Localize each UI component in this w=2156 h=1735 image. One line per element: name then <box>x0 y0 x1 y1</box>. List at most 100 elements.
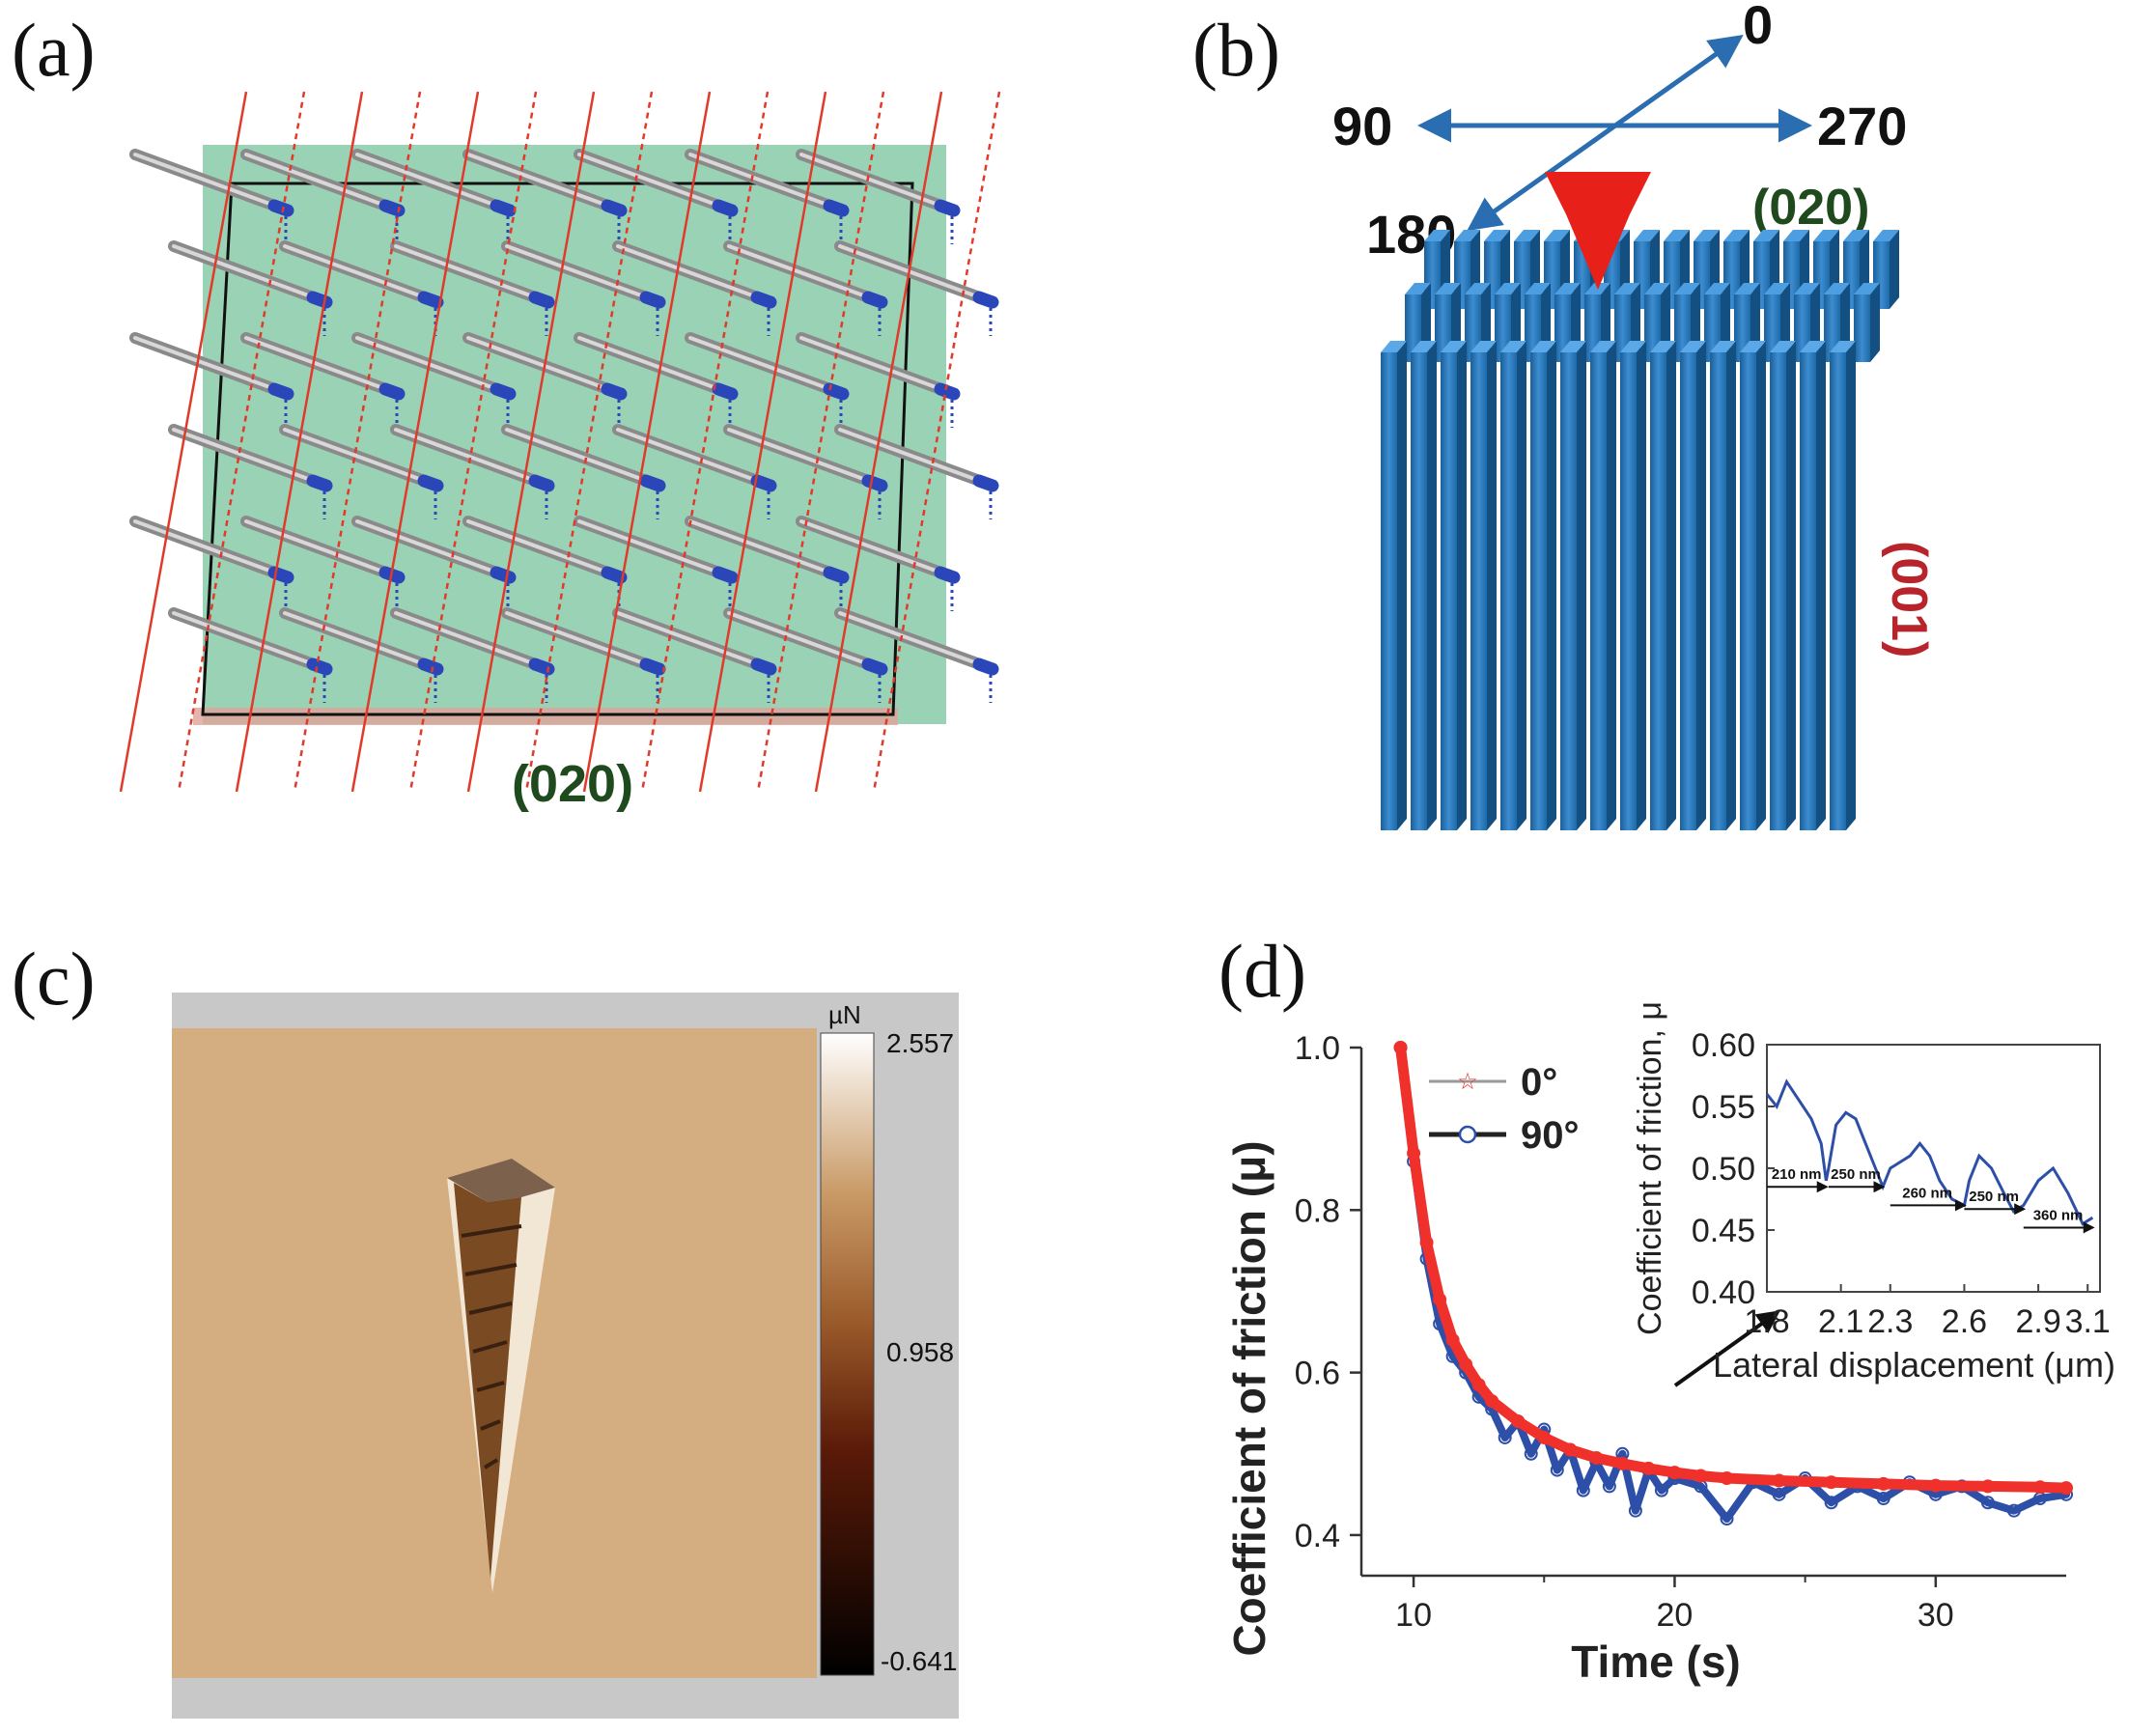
panel-b-label: (b) <box>1192 8 1280 92</box>
fin-top <box>1800 341 1826 352</box>
fin-top <box>1740 341 1766 352</box>
inset-annotation-label: 250 nm <box>1969 1189 2019 1205</box>
series-0deg-point <box>1563 1442 1578 1457</box>
series-0deg-point <box>1772 1473 1786 1488</box>
fin-side <box>1696 341 1706 830</box>
fin-top <box>1514 230 1540 241</box>
series-90deg-point <box>2006 1503 2021 1518</box>
lattice-plane-solid <box>814 91 943 793</box>
fin-top <box>1614 283 1640 294</box>
series-0deg-line <box>1395 1042 2072 1494</box>
series-90deg-point <box>1980 1496 1995 1510</box>
panel-b-side-plane-label: (001) <box>1881 541 1937 658</box>
fin-side <box>1786 341 1796 830</box>
y-tick-label: 1.0 <box>1295 1030 1340 1067</box>
series-0deg-point <box>1641 1461 1656 1475</box>
scratch-chevrons <box>461 1224 522 1469</box>
direction-0-label: 0 <box>1743 0 1773 55</box>
inset-y-tick-label: 0.50 <box>1692 1151 1755 1188</box>
series-0deg-point <box>1824 1475 1838 1490</box>
molecule-lattice <box>129 149 999 703</box>
fin-side <box>1846 341 1856 830</box>
fin-top <box>1544 230 1570 241</box>
panel-a-label: (a) <box>12 8 96 92</box>
fin-side <box>1637 341 1646 830</box>
series-90deg-point <box>1602 1479 1616 1494</box>
lattice-plane-dashed <box>408 91 538 793</box>
colorbar-unit: µN <box>828 1000 861 1029</box>
legend-90deg-marker <box>1458 1125 1477 1144</box>
molecule-highlight <box>799 336 948 393</box>
fin-side <box>1487 341 1497 830</box>
molecule-highlight <box>283 428 432 485</box>
fin-face <box>1530 352 1547 830</box>
fin-top <box>1454 230 1480 241</box>
molecule-highlight <box>283 244 432 301</box>
fin-side <box>1427 341 1437 830</box>
fin-top <box>1824 283 1850 294</box>
020-plane-edge <box>193 708 898 725</box>
fin-top <box>1525 283 1551 294</box>
x-axis-title: Time (s) <box>1571 1637 1741 1687</box>
x-tick-label: 10 <box>1395 1597 1432 1634</box>
series-0deg-point <box>1615 1456 1630 1470</box>
lattice-plane-dashed <box>177 91 306 793</box>
fin-top <box>1794 283 1820 294</box>
fin-top <box>1554 283 1581 294</box>
molecule-highlight <box>394 428 543 485</box>
inset-annotation-label: 360 nm <box>2033 1207 2084 1223</box>
y-tick-label: 0.6 <box>1295 1356 1340 1392</box>
molecule-highlight <box>466 519 615 576</box>
series-0deg-point <box>1694 1469 1708 1483</box>
molecule-highlight <box>505 244 654 301</box>
molecule-highlight <box>466 336 615 393</box>
inset-y-tick-label: 0.55 <box>1692 1089 1755 1126</box>
inset-y-axis-title: Coefficient of friction, μ <box>1632 1001 1668 1335</box>
fin-face <box>1470 352 1487 830</box>
series-90deg-point <box>1654 1483 1668 1497</box>
inset-pointer-arrow <box>1673 1310 1780 1387</box>
colorbar-max-tick: 2.557 <box>886 1028 954 1058</box>
series-0deg-point <box>1459 1357 1473 1372</box>
inset-x-tick-label: 2.6 <box>1942 1303 1987 1340</box>
molecule-highlight <box>616 428 765 485</box>
fin-face <box>1740 352 1756 830</box>
fin-top <box>1441 341 1467 352</box>
fin-side <box>1517 341 1526 830</box>
fin-top <box>1680 341 1706 352</box>
fin-face <box>1500 352 1517 830</box>
fin-top <box>1704 283 1730 294</box>
fin-face <box>1411 352 1427 830</box>
inset-annotation-label: 210 nm <box>1772 1166 1822 1183</box>
series-0deg-point <box>1876 1476 1890 1491</box>
fin-top <box>1873 230 1899 241</box>
lamellar-fin-array <box>1381 230 1899 830</box>
fin-side <box>1666 341 1676 830</box>
series-0deg-point <box>1419 1235 1434 1249</box>
series-0deg-point <box>1393 1041 1408 1054</box>
fin-side <box>1577 341 1586 830</box>
legend-90deg-label: 90° <box>1521 1114 1580 1157</box>
molecule-highlight <box>727 428 876 485</box>
molecule-highlight <box>244 519 393 576</box>
legend-0deg-label: 0° <box>1521 1061 1557 1104</box>
molecule-highlight <box>838 428 987 485</box>
molecule-highlight <box>688 336 837 393</box>
lattice-plane-solid <box>350 91 480 793</box>
scratch-pileup <box>447 1159 555 1202</box>
inset-x-tick-label: 2.3 <box>1867 1303 1913 1340</box>
series-90deg-point <box>1772 1487 1786 1501</box>
series-0deg-point <box>1433 1292 1447 1306</box>
lattice-plane-dashed <box>756 91 885 793</box>
inset-series-line <box>1765 1078 2094 1226</box>
fin-top <box>1381 341 1407 352</box>
fin-face <box>1650 352 1666 830</box>
molecule-highlight <box>172 244 321 301</box>
lattice-plane-dashed <box>872 91 1001 793</box>
lattice-plane-solid <box>466 91 596 793</box>
fin-face <box>1560 352 1577 830</box>
fin-top <box>1470 341 1497 352</box>
lattice-plane-solid <box>698 91 827 793</box>
fin-top <box>1620 341 1646 352</box>
